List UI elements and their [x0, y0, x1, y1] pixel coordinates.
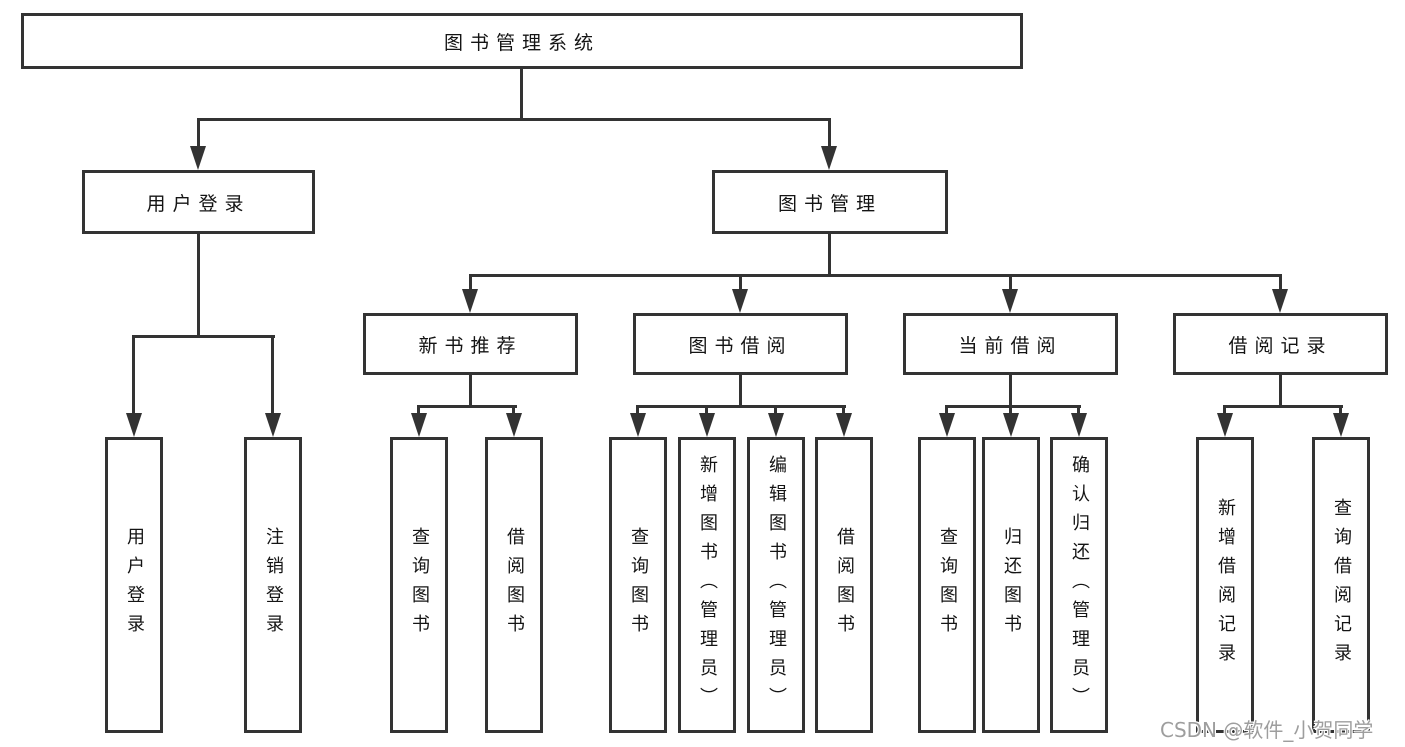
leaf-br-query-record-label: 查询借阅记录 [1331, 498, 1352, 672]
connector-line [1223, 405, 1226, 415]
leaf-user-login-label: 用户登录 [124, 527, 145, 643]
node-book-management-label: 图书管理 [777, 192, 882, 215]
connector-line [1077, 405, 1080, 415]
node-current-borrow-label: 当前借阅 [958, 334, 1063, 357]
connector-line [828, 118, 831, 148]
leaf-user-login: 用户登录 [105, 437, 163, 733]
arrow-down-icon [1333, 413, 1349, 437]
leaf-bb-add-books-admin-label: 新增图书（管理员） [697, 454, 718, 716]
arrow-down-icon [1003, 413, 1019, 437]
arrow-down-icon [732, 289, 748, 313]
connector-line [520, 69, 523, 120]
leaf-bb-add-books-admin: 新增图书（管理员） [678, 437, 736, 733]
arrow-down-icon [630, 413, 646, 437]
arrow-down-icon [1002, 289, 1018, 313]
arrow-down-icon [1071, 413, 1087, 437]
leaf-bb-query-books-label: 查询图书 [628, 527, 649, 643]
connector-line [1009, 375, 1012, 408]
arrow-down-icon [768, 413, 784, 437]
connector-line [469, 274, 472, 292]
connector-line [1223, 405, 1343, 408]
connector-line [1009, 274, 1012, 292]
connector-line [705, 405, 708, 415]
node-library-system-label: 图书管理系统 [443, 31, 600, 54]
leaf-cb-confirm-return-admin: 确认归还（管理员） [1050, 437, 1108, 733]
connector-line [197, 118, 200, 148]
leaf-logout: 注销登录 [244, 437, 302, 733]
arrow-down-icon [821, 146, 837, 170]
node-borrow-records-label: 借阅记录 [1228, 334, 1333, 357]
arrow-down-icon [939, 413, 955, 437]
arrow-down-icon [506, 413, 522, 437]
leaf-br-query-record: 查询借阅记录 [1312, 437, 1370, 733]
leaf-nbr-borrow-books: 借阅图书 [485, 437, 543, 733]
leaf-nbr-query-books-label: 查询图书 [409, 527, 430, 643]
connector-line [1339, 405, 1342, 415]
connector-line [945, 405, 948, 415]
arrow-down-icon [836, 413, 852, 437]
leaf-cb-return-books-label: 归还图书 [1001, 527, 1022, 643]
connector-line [417, 405, 420, 415]
connector-line [1279, 375, 1282, 408]
node-new-book-recommend: 新书推荐 [363, 313, 578, 375]
connector-line [1009, 405, 1012, 415]
node-borrow-records: 借阅记录 [1173, 313, 1388, 375]
arrow-down-icon [1272, 289, 1288, 313]
connector-line [828, 234, 831, 277]
arrow-down-icon [699, 413, 715, 437]
leaf-cb-query-books-label: 查询图书 [937, 527, 958, 643]
connector-line [469, 375, 472, 408]
arrow-down-icon [126, 413, 142, 437]
connector-line [197, 234, 200, 338]
node-current-borrow: 当前借阅 [903, 313, 1118, 375]
leaf-bb-edit-books-admin: 编辑图书（管理员） [747, 437, 805, 733]
node-book-management: 图书管理 [712, 170, 948, 234]
leaf-br-add-record-label: 新增借阅记录 [1215, 498, 1236, 672]
leaf-bb-query-books: 查询图书 [609, 437, 667, 733]
leaf-br-add-record: 新增借阅记录 [1196, 437, 1254, 733]
connector-line [945, 405, 1081, 408]
arrow-down-icon [462, 289, 478, 313]
csdn-watermark: CSDN @软件_小贺同学 [1160, 718, 1374, 742]
connector-line [1279, 274, 1282, 292]
leaf-nbr-borrow-books-label: 借阅图书 [504, 527, 525, 643]
connector-line [842, 405, 845, 415]
node-user-login: 用户登录 [82, 170, 315, 234]
leaf-bb-edit-books-admin-label: 编辑图书（管理员） [766, 454, 787, 716]
connector-line [774, 405, 777, 415]
connector-line [636, 405, 639, 415]
node-book-borrow: 图书借阅 [633, 313, 848, 375]
leaf-cb-query-books: 查询图书 [918, 437, 976, 733]
arrow-down-icon [411, 413, 427, 437]
leaf-bb-borrow-books-label: 借阅图书 [834, 527, 855, 643]
node-user-login-label: 用户登录 [146, 192, 251, 215]
connector-line [132, 335, 135, 415]
arrow-down-icon [190, 146, 206, 170]
leaf-logout-label: 注销登录 [263, 527, 284, 643]
connector-line [739, 274, 742, 292]
node-book-borrow-label: 图书借阅 [688, 334, 793, 357]
leaf-bb-borrow-books: 借阅图书 [815, 437, 873, 733]
connector-line [417, 405, 517, 408]
leaf-cb-return-books: 归还图书 [982, 437, 1040, 733]
connector-line [132, 335, 275, 338]
node-library-system: 图书管理系统 [21, 13, 1023, 69]
node-new-book-recommend-label: 新书推荐 [418, 334, 523, 357]
connector-line [512, 405, 515, 415]
leaf-cb-confirm-return-admin-label: 确认归还（管理员） [1069, 454, 1090, 716]
connector-line [636, 405, 846, 408]
arrow-down-icon [1217, 413, 1233, 437]
connector-line [271, 335, 274, 415]
connector-line [197, 118, 831, 121]
connector-line [469, 274, 1282, 277]
connector-line [739, 375, 742, 408]
arrow-down-icon [265, 413, 281, 437]
leaf-nbr-query-books: 查询图书 [390, 437, 448, 733]
